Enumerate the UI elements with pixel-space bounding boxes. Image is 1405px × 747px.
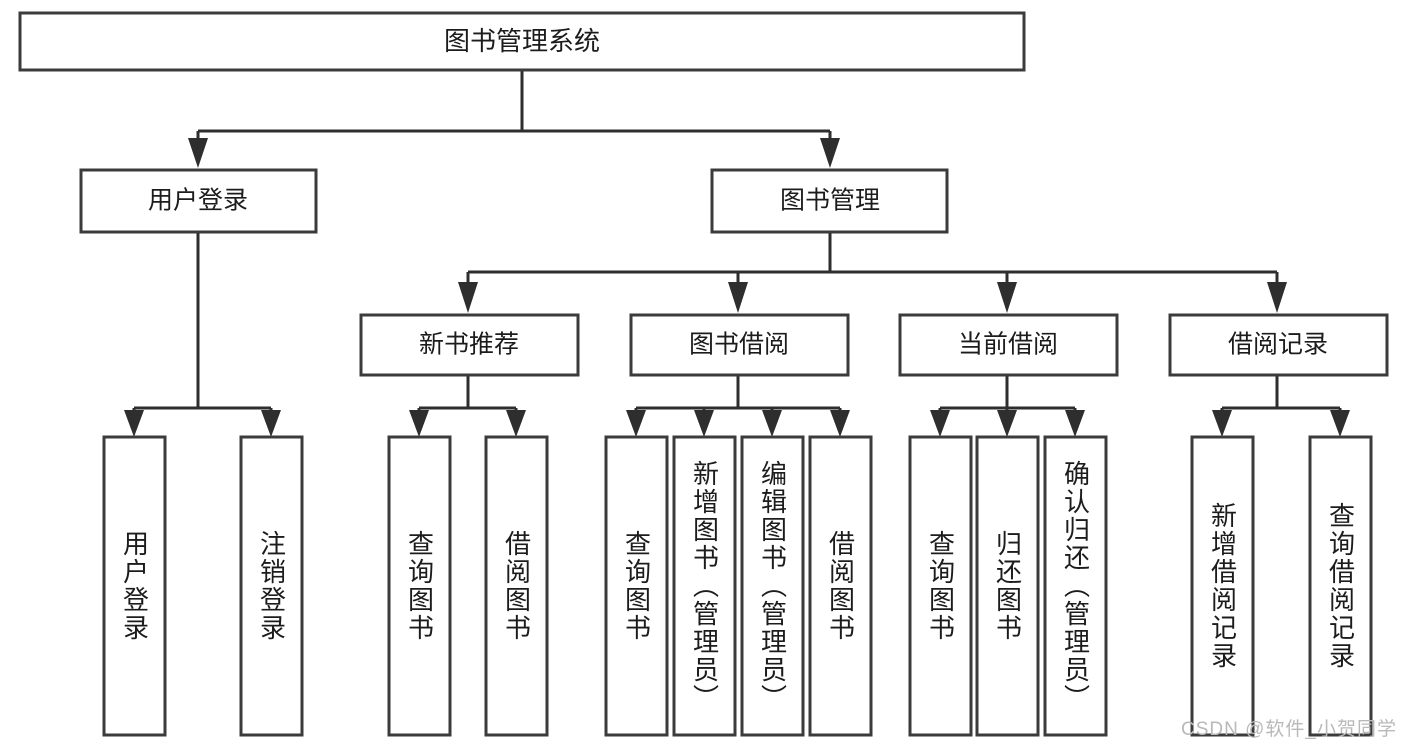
connector-group-user-login [124, 232, 281, 437]
node-borrow-record[interactable]: 借阅记录 [1168, 313, 1389, 377]
arrow-head-leaf-edit-book [762, 410, 782, 437]
node-book-management[interactable]: 图书管理 [710, 168, 949, 234]
watermark-text: CSDN @软件_小贺同学 [1181, 719, 1397, 740]
leaf-box-edit-book[interactable] [740, 435, 805, 737]
leaf-box-confirm-return[interactable] [1043, 435, 1108, 737]
node-book-management-label: 图书管理 [780, 187, 880, 215]
node-new-book-recommend[interactable]: 新书推荐 [359, 313, 580, 377]
node-user-login-box[interactable] [79, 168, 318, 234]
arrow-head-leaf-query-book-3 [930, 410, 950, 437]
node-root-label: 图书管理系统 [444, 26, 600, 56]
node-current-borrow[interactable]: 当前借阅 [898, 313, 1119, 377]
arrow-head-leaf-borrow-book-2 [830, 410, 850, 437]
arrow-head-user-login [188, 138, 208, 168]
node-book-borrow-label: 图书借阅 [689, 331, 789, 359]
leaf-box-add-book[interactable] [672, 435, 737, 737]
leaf-box-user-login[interactable] [102, 435, 167, 737]
leaf-box-query-book-1[interactable] [387, 435, 452, 737]
arrow-head-leaf-user-login [124, 410, 144, 437]
node-borrow-record-label: 借阅记录 [1228, 331, 1328, 359]
node-book-management-box[interactable] [710, 168, 949, 234]
node-new-book-recommend-box[interactable] [359, 313, 580, 377]
leaf-box-borrow-book-1[interactable] [484, 435, 549, 737]
arrow-head-leaf-add-book [694, 410, 714, 437]
connector-group-new-book-recommend [409, 375, 526, 437]
connector-group-current-borrow [930, 375, 1085, 437]
node-current-borrow-box[interactable] [898, 313, 1119, 377]
arrow-head-book-borrow [728, 282, 748, 313]
leaf-box-add-record[interactable] [1190, 435, 1255, 737]
arrow-head-book-management [820, 138, 840, 168]
arrow-head-leaf-query-book-1 [409, 410, 429, 437]
node-user-login[interactable]: 用户登录 [79, 168, 318, 234]
arrow-head-borrow-record [1267, 282, 1287, 313]
node-book-borrow-box[interactable] [629, 313, 850, 377]
arrow-head-leaf-confirm-return [1065, 410, 1085, 437]
node-current-borrow-label: 当前借阅 [958, 331, 1058, 359]
leaf-box-borrow-book-2[interactable] [808, 435, 873, 737]
node-book-borrow[interactable]: 图书借阅 [629, 313, 850, 377]
arrow-head-leaf-query-book-2 [626, 410, 646, 437]
leaf-box-logout-login[interactable] [239, 435, 304, 737]
leaf-box-query-book-2[interactable] [604, 435, 669, 737]
leaf-box-query-book-3[interactable] [908, 435, 973, 737]
leaf-box-query-record[interactable] [1308, 435, 1373, 737]
node-root-box[interactable] [18, 11, 1026, 72]
connector-group-book-management [458, 232, 1287, 313]
node-root[interactable]: 图书管理系统 [18, 11, 1026, 72]
connector-group-root [188, 71, 840, 168]
arrow-head-new-book-recommend [458, 282, 478, 313]
arrow-head-leaf-return-book [997, 410, 1017, 437]
connector-group-borrow-record [1212, 375, 1350, 437]
node-user-login-label: 用户登录 [148, 187, 248, 215]
connector-group-book-borrow [626, 375, 850, 437]
arrow-head-leaf-add-record [1212, 410, 1232, 437]
node-borrow-record-box[interactable] [1168, 313, 1389, 377]
node-new-book-recommend-label: 新书推荐 [419, 331, 519, 359]
arrow-head-leaf-logout-login [261, 410, 281, 437]
leaf-box-return-book[interactable] [975, 435, 1040, 737]
arrow-head-leaf-borrow-book-1 [506, 410, 526, 437]
arrow-head-current-borrow [997, 282, 1017, 313]
arrow-head-leaf-query-record [1330, 410, 1350, 437]
